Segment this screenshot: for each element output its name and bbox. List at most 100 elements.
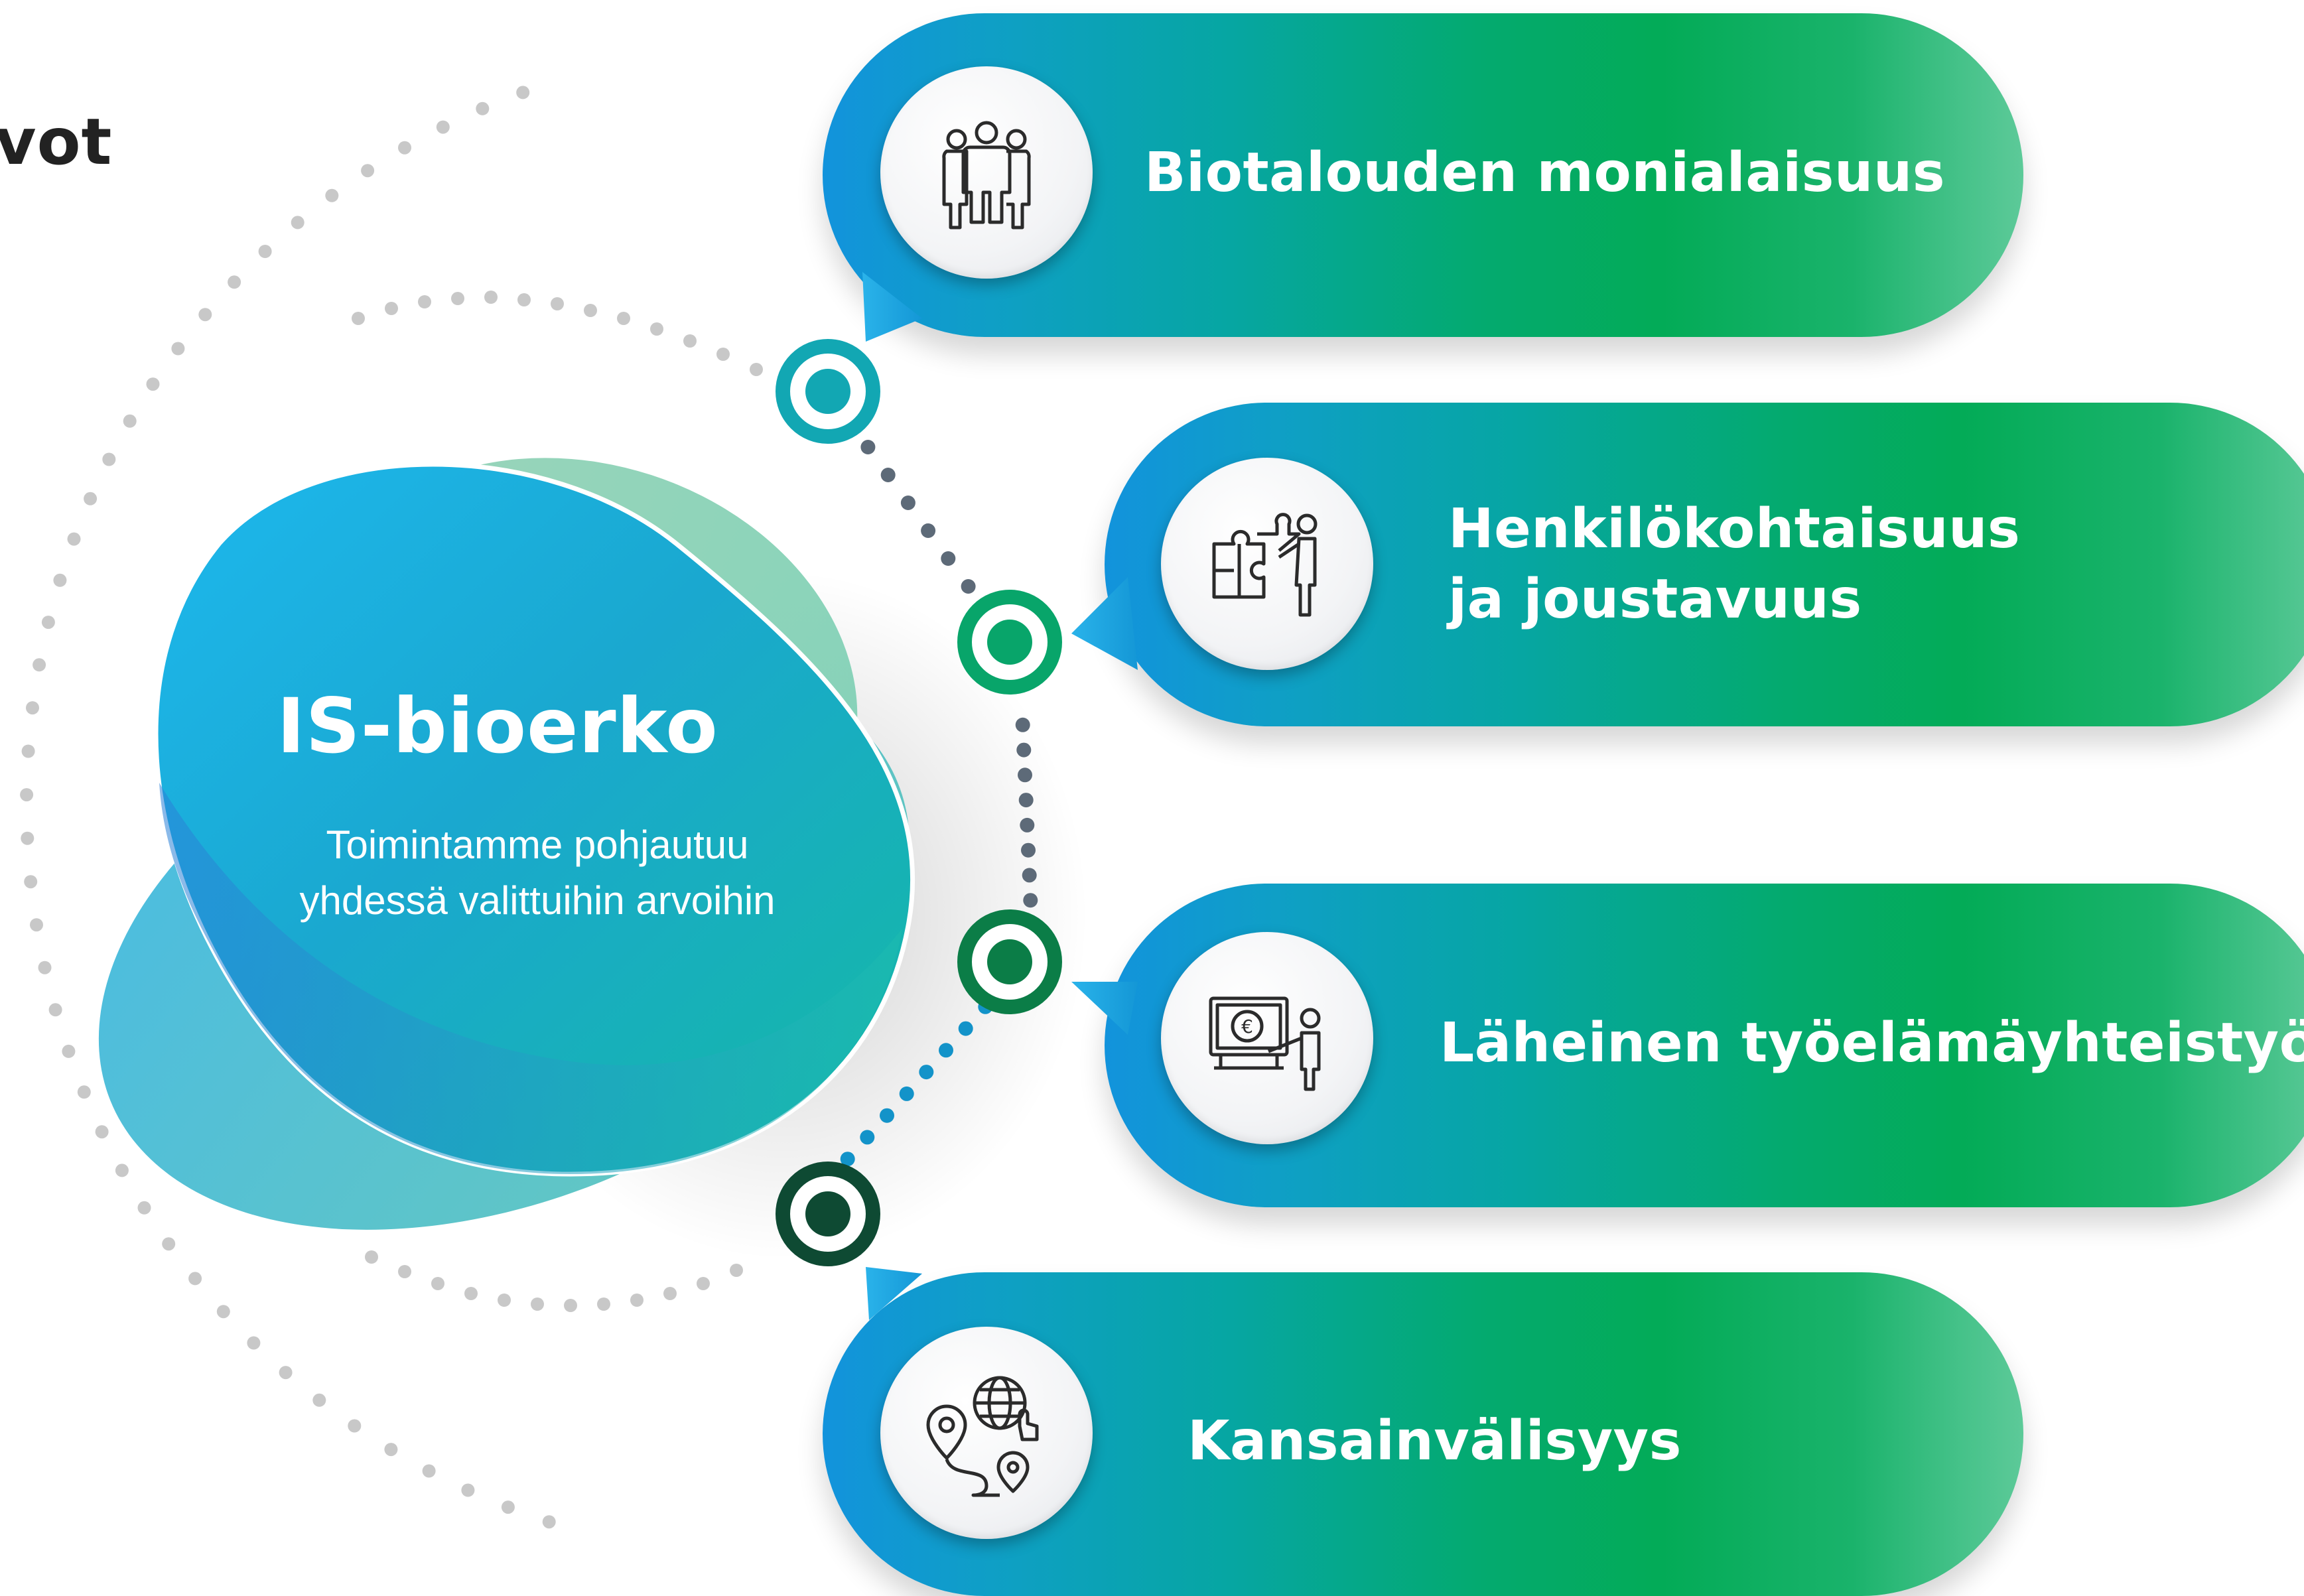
ring-dot (26, 701, 39, 715)
ring-dot (312, 1393, 326, 1407)
ring-dot (20, 788, 34, 802)
ring-dot (551, 297, 564, 310)
ring-dot (24, 875, 38, 889)
connector-dot (899, 1086, 914, 1101)
ring-dot (198, 308, 212, 322)
pill-tail-4 (866, 1267, 922, 1320)
value-label-1-line-1: Biotalouden monialaisuus (1144, 141, 1946, 204)
icon-circle-4 (880, 1327, 1093, 1539)
ring-dot (216, 1305, 230, 1319)
pill-tail-1 (862, 272, 922, 342)
ring-dot (398, 1265, 411, 1278)
connector-dot (961, 579, 976, 594)
ring-dot (476, 101, 490, 115)
value-node-2-core (987, 620, 1032, 665)
connector-dot (919, 1065, 934, 1080)
ring-dot (464, 1287, 478, 1300)
people-group-icon (942, 121, 1031, 230)
ring-dot (228, 275, 241, 289)
ring-dot (730, 1264, 743, 1277)
value-label-4-line-1: Kansainvälisyys (1187, 1410, 1682, 1473)
ring-dot (597, 1297, 610, 1311)
ring-dot (21, 744, 35, 758)
ring-dot (461, 1483, 475, 1497)
presentation-euro-icon: € (1209, 996, 1321, 1091)
ring-dot (348, 1419, 362, 1433)
connector-dot (1023, 893, 1038, 908)
connector-dot (941, 551, 956, 566)
ring-dot (146, 377, 160, 391)
value-label-3: Läheinen työelämäyhteistyö (1440, 1008, 2304, 1079)
ring-dot (716, 348, 730, 361)
ring-dot (451, 292, 464, 305)
ring-dot (663, 1287, 677, 1300)
ring-dot (67, 532, 81, 546)
ring-dot (697, 1277, 710, 1290)
ring-dot (41, 616, 55, 630)
ring-dot (422, 1464, 436, 1478)
connector-dot (921, 523, 936, 538)
ring-dot (398, 141, 411, 155)
connector-dot (1022, 868, 1037, 883)
connector-dot (880, 1108, 894, 1123)
puzzle-person-icon (1212, 513, 1318, 617)
ring-dot (62, 1044, 76, 1058)
ring-dot (517, 293, 531, 306)
ring-dot (21, 831, 34, 845)
ring-dot (53, 573, 67, 587)
ring-dot (102, 452, 116, 466)
value-node-3-core (987, 939, 1032, 984)
ring-dot (279, 1366, 293, 1380)
ring-dot (617, 312, 630, 325)
globe-route-icon (926, 1376, 1039, 1497)
ring-dot (291, 216, 305, 230)
pill-tail-2 (1071, 577, 1138, 670)
blob-front-shade (159, 783, 902, 1174)
ring-dot (750, 363, 763, 376)
center-text: Toimintamme pohjautuu yhdessä valittuihi… (299, 823, 776, 923)
ring-dot (38, 961, 52, 974)
ring-dot (115, 1164, 129, 1177)
icon-circle-1 (880, 66, 1093, 279)
value-label-2: Henkilökohtaisuus ja joustavuus (1448, 494, 2020, 635)
value-node-4-core (805, 1191, 850, 1236)
ring-dot (84, 492, 98, 505)
ring-dot (564, 1299, 577, 1312)
ring-dot (258, 245, 272, 258)
icon-circle-3: € (1161, 932, 1373, 1144)
ring-dot (501, 1500, 515, 1514)
ring-dot (188, 1272, 202, 1286)
connector-dot (1021, 842, 1036, 858)
ring-dot (352, 312, 365, 325)
connector-dot (1020, 817, 1035, 832)
connector-dot (860, 1130, 875, 1145)
ring-dot (498, 1294, 511, 1307)
center-title: IS-bioerko (277, 682, 718, 770)
ring-dot (123, 414, 137, 428)
ring-dot (385, 302, 398, 315)
ring-dot (162, 1237, 176, 1251)
ring-dot (95, 1125, 109, 1139)
ring-dot (247, 1336, 261, 1350)
connector-dot (958, 1021, 973, 1036)
ring-dot (171, 342, 185, 356)
ring-dot (137, 1201, 151, 1215)
ring-dot (77, 1085, 91, 1099)
ring-dot (542, 1515, 556, 1529)
connector-dot (1018, 793, 1034, 808)
dotted-ring (20, 86, 763, 1529)
connector-dot (840, 1152, 855, 1167)
ring-dot (650, 322, 663, 336)
ring-dot (431, 1277, 444, 1290)
value-label-2-line-2: ja joustavuus (1448, 568, 1862, 631)
value-nodes (776, 339, 1062, 1266)
connector-dot (880, 468, 896, 482)
ring-dot (361, 164, 375, 178)
ring-dot (30, 918, 43, 932)
value-label-1: Biotalouden monialaisuus (1144, 138, 1945, 208)
ring-dot (48, 1003, 62, 1017)
value-label-3-line-1: Läheinen työelämäyhteistyö (1440, 1012, 2304, 1075)
connector-dot (939, 1043, 953, 1058)
